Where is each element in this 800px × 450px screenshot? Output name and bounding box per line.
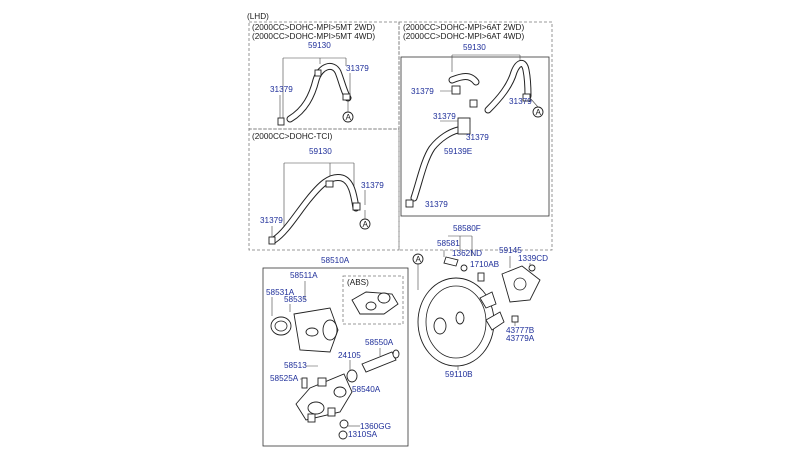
lhd-label: (LHD) xyxy=(247,12,269,21)
clamp-6at-a xyxy=(451,85,461,95)
clamp-5mt-b xyxy=(342,93,351,101)
ref-a-5mt-text: A xyxy=(346,113,352,122)
check-valve xyxy=(443,256,459,267)
label-31379-g: 31379 xyxy=(433,112,456,121)
label-58535: 58535 xyxy=(284,295,307,304)
nut-1360gg xyxy=(339,419,349,429)
clamp-6at-d xyxy=(405,199,414,208)
label-59110b: 59110B xyxy=(445,370,473,379)
clamp-6at-c xyxy=(522,93,531,102)
label-58540a: 58540A xyxy=(352,385,381,394)
ref-a-booster-text: A xyxy=(416,255,422,264)
clamp-tci-b xyxy=(352,202,361,211)
piston-58550a xyxy=(361,351,397,373)
box-tci xyxy=(248,128,400,251)
box-tci-title: (2000CC>DOHC-TCI) xyxy=(252,132,333,141)
grommet-1710ab xyxy=(477,272,485,282)
clamp-5mt-c xyxy=(277,117,285,126)
clevis-pin xyxy=(511,315,519,323)
pin-58525a xyxy=(301,377,308,389)
label-43779a: 43779A xyxy=(506,334,535,343)
label-31379-h: 31379 xyxy=(466,133,489,142)
clamp-tci-a xyxy=(325,180,334,188)
label-58510a: 58510A xyxy=(321,256,350,265)
seal-24105 xyxy=(346,369,358,383)
box-6at-inner xyxy=(400,56,550,217)
clamp-tci-c xyxy=(268,236,276,245)
label-31379-f: 31379 xyxy=(509,97,532,106)
leader-59130-a xyxy=(282,57,347,118)
reservoir-cap xyxy=(270,316,292,336)
label-58511a: 58511A xyxy=(290,271,318,280)
box-master-cylinder xyxy=(262,267,409,447)
label-58580f: 58580F xyxy=(453,224,481,233)
label-1362nd: 1362ND xyxy=(452,249,482,258)
box-6at-title-2: (2000CC>DOHC-MPI>6AT 4WD) xyxy=(403,32,524,41)
label-58531a: 58531A xyxy=(266,288,295,297)
box-5mt-title-1: (2000CC>DOHC-MPI>5MT 2WD) xyxy=(252,23,375,32)
label-58525a: 58525A xyxy=(270,374,299,383)
label-31379-d: 31379 xyxy=(260,216,283,225)
abs-label: (ABS) xyxy=(347,278,369,287)
ref-a-6at-text: A xyxy=(536,108,542,117)
label-1310sa: 1310SA xyxy=(348,430,378,439)
label-58550a: 58550A xyxy=(365,338,394,347)
box-5mt-title-2: (2000CC>DOHC-MPI>5MT 4WD) xyxy=(252,32,375,41)
clamp-5mt-a xyxy=(314,69,322,77)
label-24105: 24105 xyxy=(338,351,361,360)
gasket-59145 xyxy=(501,265,541,303)
label-59130-a: 59130 xyxy=(308,41,331,50)
label-1360gg: 1360GG xyxy=(360,422,391,431)
label-59145: 59145 xyxy=(499,246,522,255)
box-6at-title-1: (2000CC>DOHC-MPI>6AT 2WD) xyxy=(403,23,524,32)
box-6at xyxy=(398,21,553,251)
label-31379-i: 31379 xyxy=(425,200,448,209)
clamp-6at-b xyxy=(469,99,478,108)
label-31379-e: 31379 xyxy=(411,87,434,96)
brake-booster xyxy=(417,277,495,367)
ref-a-tci-text: A xyxy=(363,220,369,229)
label-1710ab: 1710AB xyxy=(470,260,500,269)
label-31379-c: 31379 xyxy=(361,181,384,190)
label-31379-a: 31379 xyxy=(346,64,369,73)
valve-59139e xyxy=(457,117,471,135)
label-59130-b: 59130 xyxy=(309,147,332,156)
label-59139e: 59139E xyxy=(444,147,473,156)
box-abs xyxy=(342,275,404,325)
label-1339cd: 1339CD xyxy=(518,254,548,263)
label-58513: 58513 xyxy=(284,361,307,370)
label-59130-c: 59130 xyxy=(463,43,486,52)
label-58581: 58581 xyxy=(437,239,460,248)
washer-1310sa xyxy=(338,430,348,440)
label-31379-b: 31379 xyxy=(270,85,293,94)
seal-58513 xyxy=(317,377,327,387)
label-43777b: 43777B xyxy=(506,326,535,335)
